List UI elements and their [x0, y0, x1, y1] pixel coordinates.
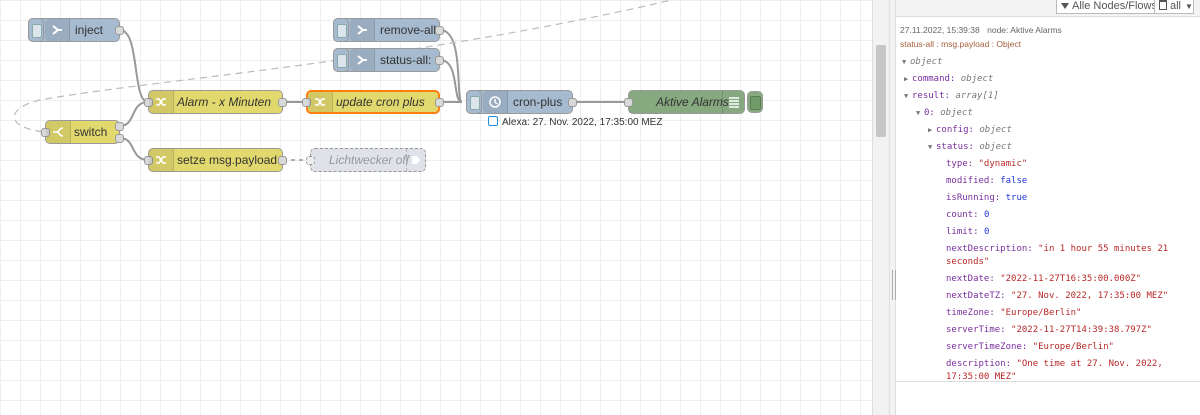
status-all-node[interactable]: status-all:	[333, 48, 444, 72]
tree-root[interactable]: ▼object	[902, 57, 943, 67]
tree-field: limit: 0	[946, 227, 990, 237]
input-port[interactable]	[624, 98, 633, 107]
tree-field: serverTime: "2022-11-27T14:39:38.797Z"	[946, 325, 1152, 335]
inject-button[interactable]	[333, 48, 349, 72]
input-port[interactable]	[41, 128, 50, 137]
shuffle-icon	[149, 91, 174, 113]
input-port[interactable]	[144, 156, 153, 165]
output-port[interactable]	[278, 98, 287, 107]
output-port[interactable]	[568, 98, 577, 107]
scrollbar-thumb[interactable]	[876, 45, 886, 137]
node-label: status-all:	[380, 53, 432, 67]
tree-row-result[interactable]: ▼result: array[1]	[904, 91, 999, 101]
debug-toolbar: Alle Nodes/Flows▼ all▼	[896, 0, 1200, 17]
caret-down-icon: ▼	[928, 143, 933, 151]
caret-down-icon: ▼	[904, 92, 909, 100]
inject-node[interactable]: inject	[28, 18, 124, 42]
status-dot-icon	[488, 116, 498, 126]
output-port[interactable]	[435, 98, 444, 107]
shuffle-icon	[149, 149, 174, 171]
tree-field: count: 0	[946, 210, 990, 220]
message-node[interactable]: node: Aktive Alarms	[987, 25, 1062, 35]
input-port[interactable]	[144, 98, 153, 107]
tree-field: timeZone: "Europe/Berlin"	[946, 308, 1082, 318]
trash-icon	[1159, 0, 1167, 10]
grip-icon	[892, 270, 896, 300]
message-meta: 27.11.2022, 15:39:38 node: Aktive Alarms	[900, 25, 1062, 35]
filter-icon	[1061, 3, 1069, 9]
debug-list-icon	[722, 91, 745, 113]
caret-right-icon: ▶	[904, 75, 909, 83]
link-out-icon	[406, 149, 426, 171]
node-label: remove-all:	[380, 23, 440, 37]
tree-row-config[interactable]: ▶config: object	[928, 125, 1012, 135]
input-port[interactable]	[302, 98, 311, 107]
tree-field: nextDate: "2022-11-27T16:35:00.000Z"	[946, 274, 1142, 284]
debug-sidebar: Alle Nodes/Flows▼ all▼ 27.11.2022, 15:39…	[896, 0, 1200, 415]
caret-right-icon: ▶	[928, 126, 933, 134]
cron-plus-node[interactable]: cron-plus	[466, 90, 577, 114]
tree-row-status[interactable]: ▼status: object	[928, 142, 1012, 152]
output-port[interactable]	[435, 56, 444, 65]
debug-toggle-button[interactable]	[747, 91, 763, 113]
node-label: setze msg.payload	[177, 153, 278, 167]
arrow-right-icon	[45, 19, 70, 41]
wire-inject-alarm	[119, 29, 149, 103]
filter-button[interactable]: Alle Nodes/Flows▼	[1056, 0, 1170, 14]
inject-button[interactable]	[466, 90, 482, 114]
tree-field: nextDateTZ: "27. Nov. 2022, 17:35:00 MEZ…	[946, 291, 1169, 301]
switch-icon	[46, 121, 71, 143]
wire-link-switch	[13, 0, 675, 133]
timer-icon	[483, 91, 508, 113]
canvas-scrollbar[interactable]	[872, 0, 889, 415]
tree-row-command[interactable]: ▶command: object	[904, 74, 994, 84]
tree-field: description: "One time at 27. Nov. 2022,	[946, 359, 1163, 369]
tree-field-cont: seconds"	[946, 257, 990, 267]
node-label: update cron plus	[336, 95, 425, 109]
node-label: Aktive Alarms	[656, 95, 729, 109]
flow-canvas[interactable]: inject remove-all: status-all: Alarm - x…	[0, 0, 872, 415]
tree-field: isRunning: true	[946, 193, 1028, 203]
output-port-2[interactable]	[115, 134, 124, 143]
node-label: Lichtwecker off	[329, 153, 410, 167]
lichtwecker-link-node[interactable]: Lichtwecker off	[306, 148, 426, 172]
tree-field: nextDescription: "in 1 hour 55 minutes 2…	[946, 244, 1169, 254]
output-port[interactable]	[115, 26, 124, 35]
cron-status: Alexa: 27. Nov. 2022, 17:35:00 MEZ	[488, 116, 662, 128]
caret-down-icon: ▼	[902, 58, 907, 66]
message-timestamp: 27.11.2022, 15:39:38	[900, 25, 980, 35]
input-port[interactable]	[306, 156, 315, 165]
arrow-right-icon	[350, 49, 375, 71]
switch-node[interactable]: switch	[41, 120, 124, 144]
remove-all-node[interactable]: remove-all:	[333, 18, 444, 42]
node-label: cron-plus	[513, 95, 563, 109]
tree-field: type: "dynamic"	[946, 159, 1028, 169]
node-label: switch	[74, 125, 108, 139]
update-cron-node[interactable]: update cron plus	[302, 90, 444, 114]
tree-field: serverTimeZone: "Europe/Berlin"	[946, 342, 1114, 352]
tree-field-cont: 17:35:00 MEZ"	[946, 372, 1017, 382]
debug-node[interactable]: Aktive Alarms	[624, 90, 745, 114]
inject-button[interactable]	[333, 18, 349, 42]
output-port[interactable]	[435, 26, 444, 35]
clear-button[interactable]: all▼	[1154, 0, 1194, 14]
node-label: inject	[75, 23, 104, 37]
inject-button[interactable]	[28, 18, 44, 42]
caret-down-icon: ▼	[916, 109, 921, 117]
output-port-1[interactable]	[115, 122, 124, 131]
arrow-right-icon	[350, 19, 375, 41]
setze-change-node[interactable]: setze msg.payload	[144, 148, 287, 172]
sidebar-splitter[interactable]	[889, 0, 896, 415]
tree-row-item-0[interactable]: ▼0: object	[916, 108, 973, 118]
debug-message: 27.11.2022, 15:39:38 node: Aktive Alarms…	[896, 17, 1200, 382]
caret-down-icon: ▼	[1185, 2, 1193, 11]
wire-removeall-cron	[439, 29, 463, 103]
alarm-change-node[interactable]: Alarm - x Minuten	[144, 90, 287, 114]
node-label: Alarm - x Minuten	[177, 95, 272, 109]
shuffle-icon	[308, 92, 333, 112]
message-topic: status-all : msg.payload : Object	[900, 39, 1021, 49]
tree-field: modified: false	[946, 176, 1028, 186]
output-port[interactable]	[278, 156, 287, 165]
wire-statusall-cron	[439, 59, 463, 103]
